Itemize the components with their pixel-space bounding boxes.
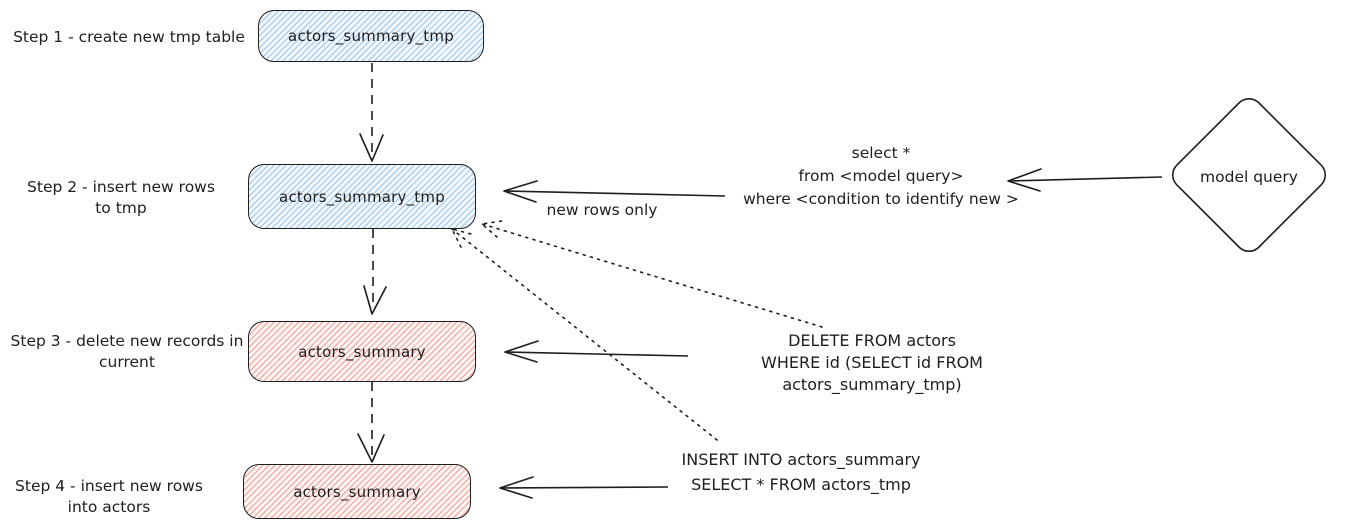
arrow-model-query-to-select-query (1007, 168, 1163, 192)
dotted-arrow-insert-query-to-step2-node (450, 227, 718, 441)
step2-label: Step 2 - insert new rows to tmp (27, 178, 215, 217)
select-query-text: select * from <model query> where <condi… (743, 144, 1019, 208)
new-rows-only-label: new rows only (546, 201, 658, 219)
model-query-node-label: model query (1200, 168, 1298, 186)
step4-label: Step 4 - insert new rows into actors (15, 477, 203, 516)
arrow-step2-to-step3 (363, 229, 387, 315)
step2-node-actors-summary-tmp: actors_summary_tmp (248, 164, 476, 229)
arrow-insert-query-to-step4-node (499, 476, 669, 499)
arrow-step3-to-step4 (357, 382, 385, 463)
model-query-diamond (1171, 97, 1327, 253)
arrow-select-query-to-step2-node (503, 180, 726, 203)
dotted-arrow-delete-query-to-step2-node (480, 220, 823, 328)
step3-node-actors-summary: actors_summary (248, 321, 476, 382)
step3-label: Step 3 - delete new records in current (10, 332, 244, 371)
step1-label: Step 1 - create new tmp table (13, 28, 245, 46)
step1-node-actors-summary-tmp: actors_summary_tmp (258, 10, 484, 62)
arrow-delete-query-to-step3-node (504, 340, 689, 363)
insert-query-text: INSERT INTO actors_summary SELECT * FROM… (681, 450, 921, 494)
delete-query-text: DELETE FROM actors WHERE id (SELECT id F… (761, 331, 983, 394)
arrow-step1-to-step2 (359, 63, 384, 162)
step4-node-actors-summary: actors_summary (243, 464, 471, 519)
